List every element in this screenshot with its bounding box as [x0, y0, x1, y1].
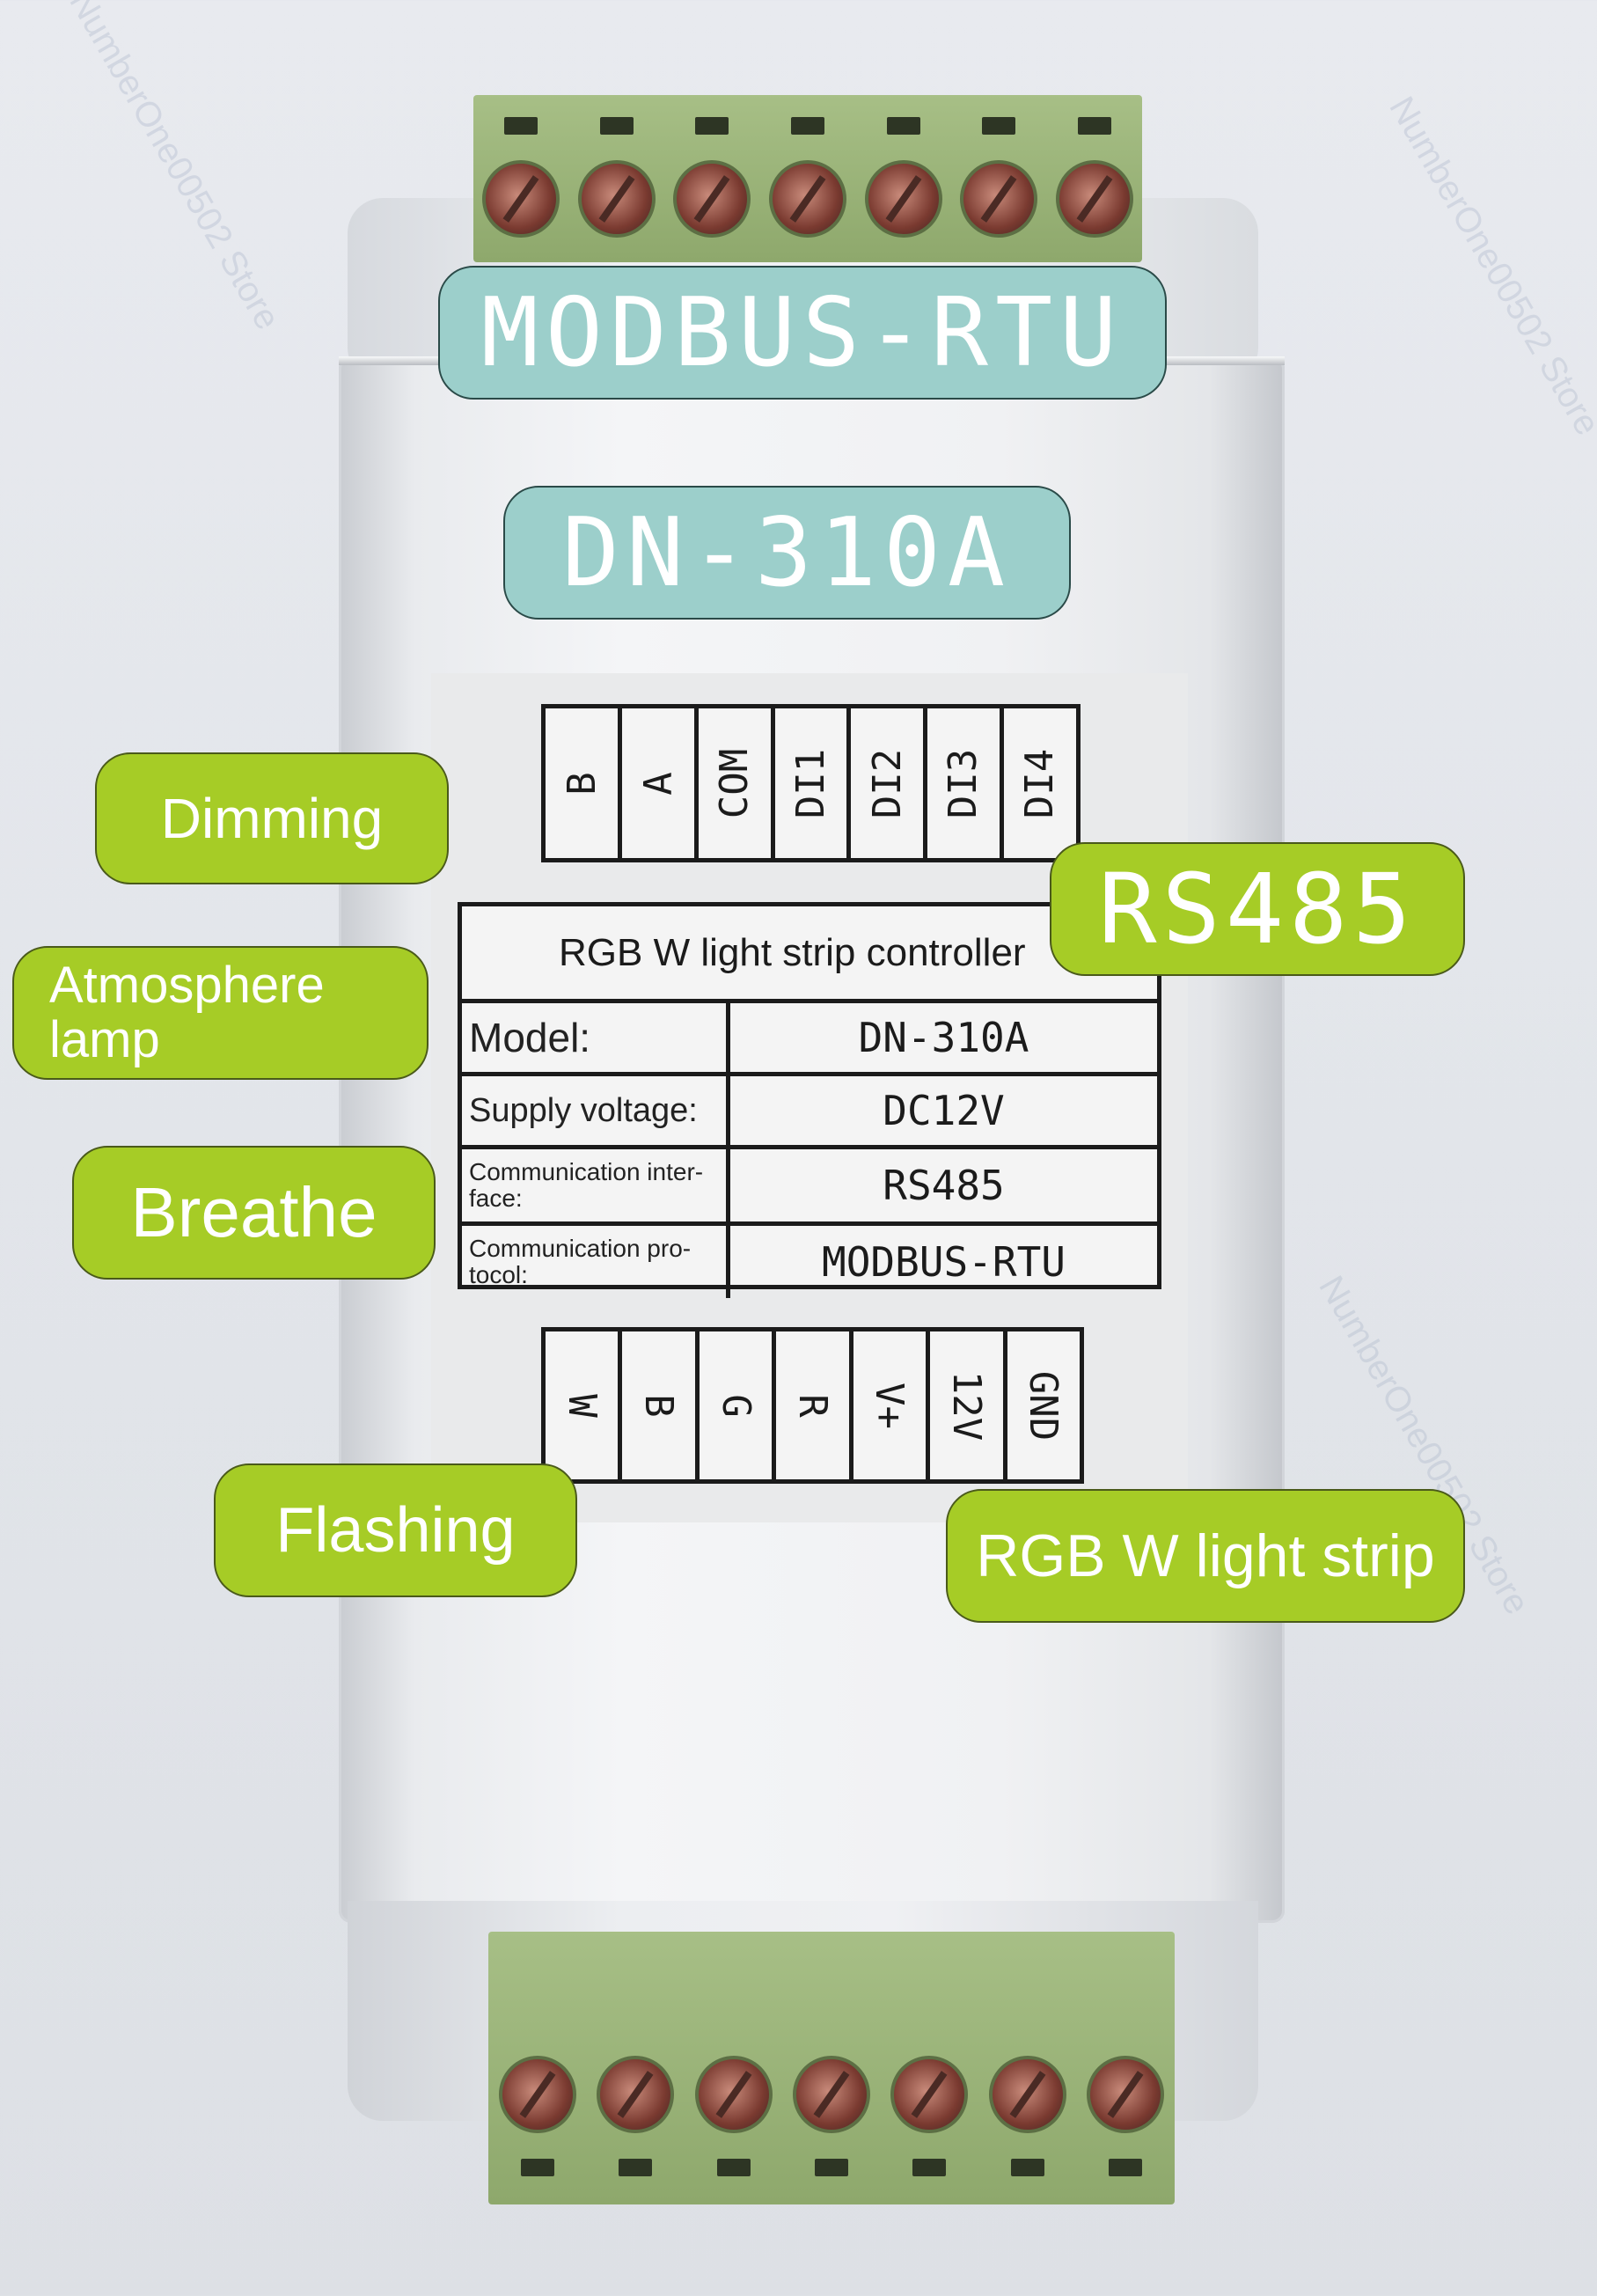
- output-pin-table: W B G R V+ 12V GND: [541, 1327, 1084, 1484]
- slot-icon: [886, 117, 920, 135]
- spec-row: Communication pro-tocol: MODBUS-RTU: [462, 1226, 1157, 1298]
- screw-icon: [1055, 159, 1133, 238]
- pin-label: DI3: [941, 748, 986, 818]
- pin-cell: DI3: [927, 708, 1005, 858]
- spec-value: MODBUS-RTU: [822, 1238, 1066, 1286]
- callout-breathe: Breathe: [72, 1146, 436, 1280]
- slot-icon: [619, 2158, 653, 2176]
- slot-icon: [1010, 2158, 1044, 2176]
- terminal-screw-row: [488, 2042, 1175, 2147]
- pin-cell: B: [546, 708, 622, 858]
- screw-icon: [988, 2056, 1066, 2133]
- pin-label: R: [789, 1393, 835, 1418]
- slot-icon: [520, 2158, 554, 2176]
- screw-icon: [792, 2056, 870, 2133]
- pin-label: B: [559, 771, 604, 796]
- callout-rs485: RS485: [1050, 842, 1465, 976]
- pin-label: V+: [867, 1382, 912, 1429]
- terminal-slot-row: [488, 2147, 1175, 2187]
- slot-icon: [1077, 117, 1111, 135]
- pin-label: COM: [712, 748, 758, 818]
- screw-icon: [498, 2056, 576, 2133]
- pin-cell: A: [622, 708, 699, 858]
- spec-table: RGB W light strip controller Model: DN-3…: [458, 902, 1161, 1298]
- model-badge: DN-310A: [503, 486, 1071, 620]
- input-pin-table: B A COM DI1 DI2 DI3 DI4: [541, 704, 1081, 862]
- screw-icon: [1087, 2056, 1165, 2133]
- screw-icon: [768, 159, 846, 238]
- screw-icon: [597, 2056, 675, 2133]
- pin-cell: V+: [853, 1331, 931, 1479]
- screw-icon: [890, 2056, 969, 2133]
- screw-icon: [864, 159, 942, 238]
- slot-icon: [982, 117, 1016, 135]
- pin-label: DI4: [1017, 748, 1063, 818]
- pin-cell: 12V: [930, 1331, 1007, 1479]
- spec-value: DN-310A: [858, 1014, 1029, 1061]
- slot-icon: [695, 117, 729, 135]
- bottom-terminal-block: [488, 1932, 1175, 2204]
- slot-icon: [790, 117, 824, 135]
- pin-cell: GND: [1007, 1331, 1080, 1479]
- pin-label: DI1: [788, 748, 834, 818]
- spec-key: Supply voltage:: [462, 1076, 730, 1145]
- pin-cell: DI1: [775, 708, 852, 858]
- pin-label: 12V: [943, 1370, 989, 1441]
- slot-icon: [912, 2158, 947, 2176]
- pin-label: A: [635, 771, 681, 796]
- spec-value: RS485: [883, 1162, 1005, 1209]
- top-terminal-block: [473, 95, 1142, 262]
- callout-flashing: Flashing: [214, 1463, 577, 1597]
- spec-row: Supply voltage: DC12V: [462, 1076, 1157, 1149]
- spec-key: Communication pro-tocol:: [462, 1226, 730, 1298]
- spec-value: DC12V: [883, 1087, 1005, 1134]
- pin-label: W: [559, 1393, 604, 1418]
- callout-dimming: Dimming: [95, 752, 449, 884]
- spec-key: Model:: [462, 1003, 730, 1072]
- slot-icon: [814, 2158, 848, 2176]
- screw-icon: [673, 159, 751, 238]
- screw-icon: [960, 159, 1038, 238]
- pin-cell: R: [776, 1331, 853, 1479]
- spec-key: Communication inter-face:: [462, 1149, 730, 1221]
- screw-icon: [577, 159, 656, 238]
- slot-icon: [1109, 2158, 1143, 2176]
- pin-cell: G: [700, 1331, 777, 1479]
- spec-row: Communication inter-face: RS485: [462, 1149, 1157, 1226]
- pin-label: GND: [1021, 1370, 1066, 1441]
- callout-atmosphere-lamp: Atmosphere lamp: [12, 946, 429, 1080]
- callout-rgbw-light-strip: RGB W light strip: [946, 1489, 1465, 1623]
- screw-icon: [482, 159, 560, 238]
- pin-label: G: [713, 1393, 758, 1418]
- pin-label: B: [636, 1393, 682, 1418]
- watermark: NumberOne00502 Store: [1381, 90, 1597, 442]
- pin-label: DI2: [864, 748, 910, 818]
- pin-cell: B: [622, 1331, 700, 1479]
- terminal-screw-row: [473, 146, 1142, 252]
- protocol-badge: MODBUS-RTU: [438, 266, 1167, 400]
- spec-row: Model: DN-310A: [462, 1003, 1157, 1076]
- slot-icon: [504, 117, 538, 135]
- pin-cell: COM: [699, 708, 775, 858]
- slot-icon: [716, 2158, 751, 2176]
- pin-cell: W: [546, 1331, 623, 1479]
- slot-icon: [599, 117, 634, 135]
- pin-cell: DI2: [851, 708, 928, 858]
- pin-cell: DI4: [1004, 708, 1076, 858]
- spec-table-title: RGB W light strip controller: [462, 906, 1157, 1003]
- watermark: NumberOne00502 Store: [62, 0, 288, 336]
- terminal-slot-row: [473, 106, 1142, 146]
- screw-icon: [694, 2056, 773, 2133]
